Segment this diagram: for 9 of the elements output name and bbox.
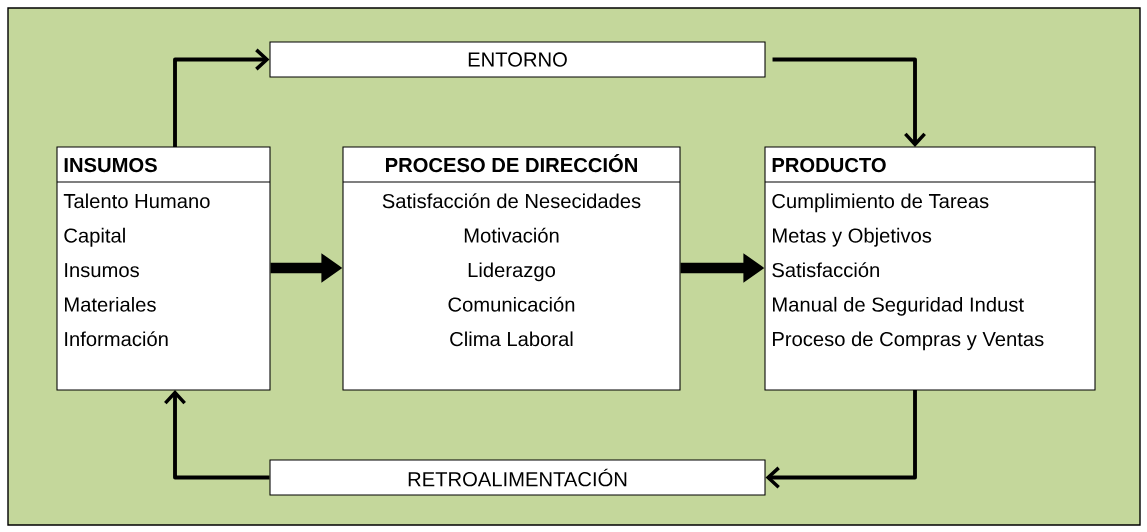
arrow [164,390,270,480]
list-box: PRODUCTO Cumplimiento de Tareas Metas y Objetivos Satisfacción Manual de Seguridad Indust Proceso de Compras y Ventas [764,146,1096,391]
list-box: INSUMOS Talento Humano Capital Insumos Materiales Información [56,146,271,391]
list-box: PROCESO DE DIRECCIÓN Satisfacción de Nesecidades Motivación Liderazgo Comunicación Clima Laboral [342,146,681,391]
label-box: RETROALIMENTACIÓN [269,459,766,496]
arrow [772,57,926,147]
label-box: ENTORNO [269,41,766,78]
arrow [765,390,917,489]
arrow [173,48,270,147]
